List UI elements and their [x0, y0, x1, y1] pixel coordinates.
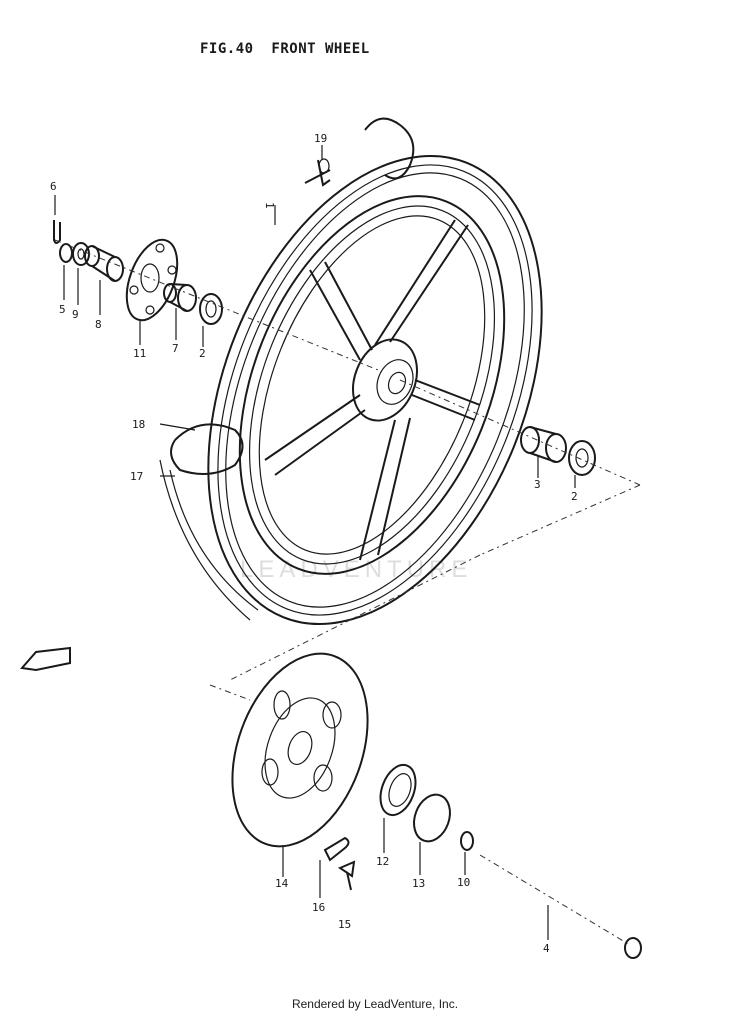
figure-title: FIG.40 FRONT WHEEL [200, 41, 370, 57]
lock-washer [323, 836, 350, 862]
bolt [337, 860, 356, 891]
brake-panel [125, 238, 179, 322]
part-label: 7 [172, 342, 179, 355]
part-label: 11 [133, 347, 146, 360]
brake-disc [231, 652, 369, 848]
axle-spacer-right [520, 426, 567, 463]
part-label: 8 [95, 318, 102, 331]
part-label: 10 [457, 876, 470, 889]
part-label: 15 [338, 918, 351, 931]
part-label: 9 [72, 308, 79, 321]
part-label: 13 [412, 877, 425, 890]
bearing-left [199, 293, 223, 325]
part-labels: 1 19 6 5 9 8 11 7 2 18 17 3 2 14 16 15 1… [50, 132, 578, 955]
dust-seal [413, 793, 451, 843]
part-label: 6 [50, 180, 57, 193]
part-label: 14 [275, 877, 289, 890]
part-label: 16 [312, 901, 325, 914]
bearing-right [568, 440, 596, 476]
footer-credit: Rendered by LeadVenture, Inc. [291, 997, 459, 1011]
part-label: 5 [59, 303, 66, 316]
cotter-pin [53, 220, 61, 244]
spacer [84, 245, 124, 282]
part-label: 17 [130, 470, 143, 483]
part-label: 2 [571, 490, 578, 503]
hub-spokes [264, 219, 481, 561]
rim [238, 195, 506, 575]
alignment-lines [54, 239, 641, 701]
part-label: 3 [534, 478, 541, 491]
part-label: 4 [543, 942, 550, 955]
leader-lines [54, 145, 576, 940]
tire [159, 117, 543, 626]
part-label: 19 [314, 132, 327, 145]
disc-retainer [379, 763, 417, 817]
forward-arrow: FWD [20, 646, 71, 672]
axle [479, 854, 642, 959]
part-label: 12 [376, 855, 389, 868]
part-label: 2 [199, 347, 206, 360]
valve [304, 158, 331, 187]
part-label: 18 [132, 418, 145, 431]
washer-right [460, 831, 474, 851]
part-label: 1 [263, 202, 276, 209]
axle-collar [163, 283, 197, 312]
fwd-label: FWD [40, 656, 55, 665]
